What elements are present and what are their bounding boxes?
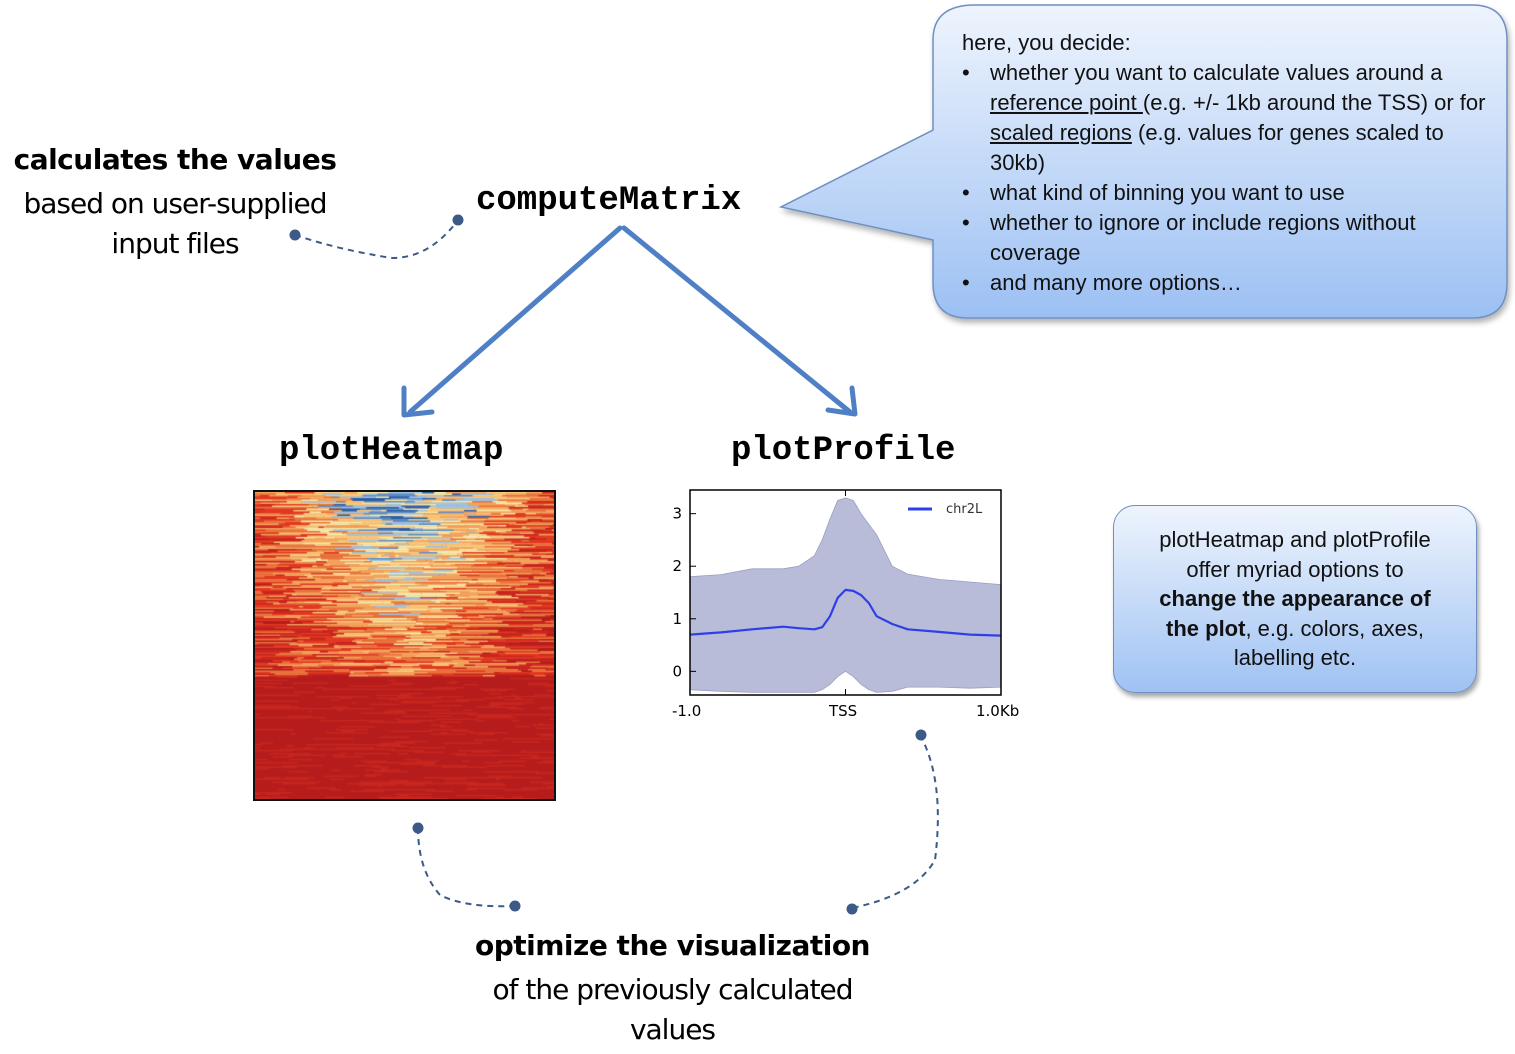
- calculates-line1: based on user-supplied: [23, 187, 327, 220]
- heatmap-canvas: [255, 492, 554, 799]
- x-tick-left: -1.0: [672, 702, 702, 720]
- calculates-title: calculates the values: [13, 143, 337, 176]
- info-line4: the plot, e.g. colors, axes,: [1166, 615, 1424, 641]
- connector-dots: [289, 214, 927, 915]
- optimize-annotation: optimize the visualization of the previo…: [470, 926, 875, 1050]
- bubble-item-more: and many more options…: [962, 268, 1492, 298]
- info-line5: labelling etc.: [1233, 645, 1357, 671]
- y-tick-label: 2: [672, 557, 682, 575]
- plot-frame: [689, 489, 1002, 696]
- bubble-item-reference: whether you want to calculate values aro…: [962, 58, 1492, 178]
- optimize-line2: values: [629, 1013, 716, 1046]
- info-line1: plotHeatmap and plotProfile: [1159, 527, 1431, 553]
- scaled-regions-term: scaled regions: [990, 120, 1132, 145]
- bubble-intro: here, you decide:: [962, 30, 1131, 55]
- optimize-line1: of the previously calculated: [492, 973, 853, 1006]
- profile-plot: 0 1 2 3 chr2L: [672, 489, 1002, 696]
- series-line-chr2L: [689, 588, 1002, 637]
- info-box: plotHeatmap and plotProfile offer myriad…: [1113, 505, 1477, 693]
- heatmap-panel: [253, 490, 556, 801]
- confidence-band: [689, 497, 1002, 693]
- y-tick-label: 3: [672, 505, 682, 523]
- reference-point-term: reference point: [990, 90, 1143, 115]
- optimize-title: optimize the visualization: [474, 929, 871, 962]
- dashed-connectors: [294, 219, 939, 909]
- bubble-item-binning: what kind of binning you want to use: [962, 178, 1492, 208]
- y-tick-label: 1: [672, 610, 682, 628]
- info-line2: offer myriad options to: [1186, 556, 1404, 582]
- bubble-text: here, you decide: whether you want to ca…: [962, 28, 1492, 298]
- x-tick-tss: TSS: [829, 702, 858, 720]
- bubble-item-coverage: whether to ignore or include regions wit…: [962, 208, 1492, 268]
- y-tick-label: 0: [672, 662, 682, 680]
- plot-profile-label: plotProfile: [731, 432, 956, 470]
- x-tick-right: 1.0Kb: [976, 702, 1020, 720]
- calculates-line2: input files: [111, 227, 239, 260]
- split-arrows: [401, 225, 858, 418]
- compute-matrix-label: computeMatrix: [476, 182, 742, 220]
- legend-label: chr2L: [946, 502, 983, 517]
- calculates-annotation: calculates the values based on user-supp…: [10, 140, 340, 264]
- info-bold1: change the appearance of: [1159, 586, 1431, 612]
- plot-heatmap-label: plotHeatmap: [279, 432, 504, 470]
